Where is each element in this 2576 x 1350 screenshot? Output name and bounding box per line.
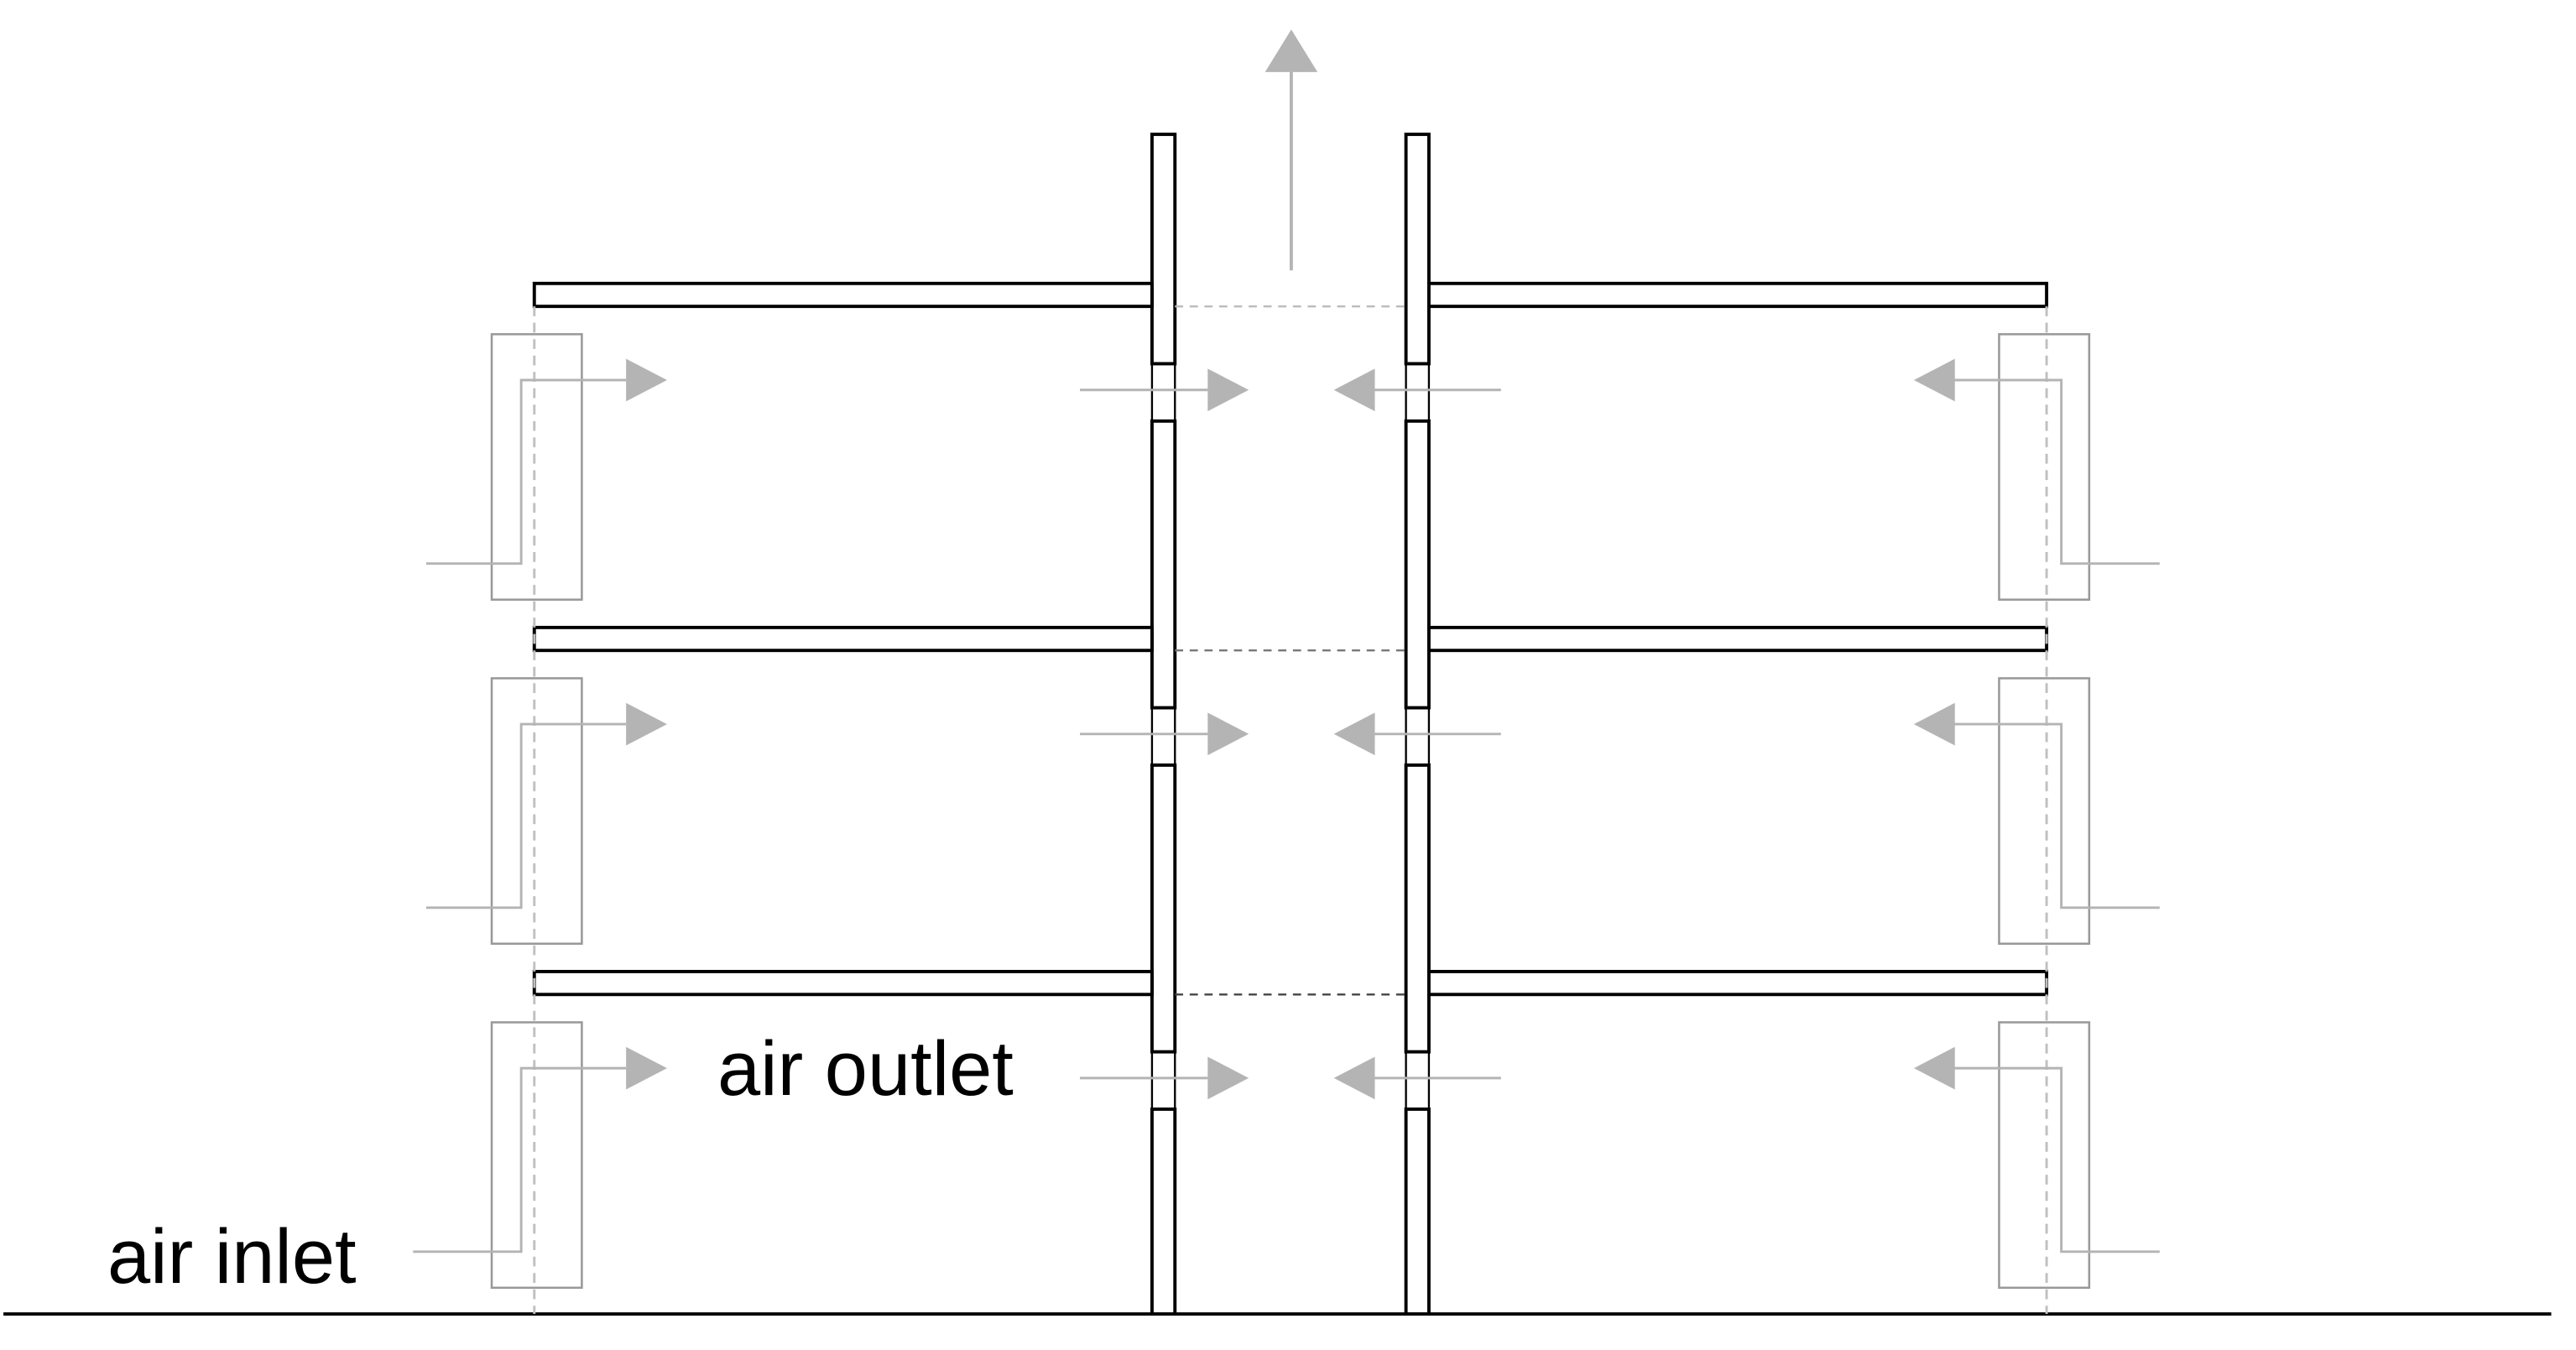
shaft-wall-left [1150,133,1177,1316]
outlet-arrowheads-left [1207,368,1249,1100]
inlet-boxes-right [1998,333,2091,1290]
shaft-wall-right [1404,133,1431,1316]
shaft-floor-dashes [1175,305,1406,996]
slab-right-top [1426,281,2049,309]
air-outlet-label: air outlet [717,1026,1014,1112]
air-inlet-label: air inlet [107,1214,357,1300]
inlet-boxes-left [490,333,583,1290]
inlet-flow-left [413,378,627,1254]
outlet-flow-left [1080,388,1208,1080]
slab-left-low [532,969,1154,997]
outlet-flow-right [1374,388,1501,1080]
slab-left-top [532,281,1154,309]
floor-slabs [532,281,2049,997]
inlet-arrowheads-right [1913,358,1955,1090]
inlet-flow-right [1953,378,2160,1254]
outlet-arrowheads-right [1333,368,1375,1100]
slab-left-mid [532,625,1154,653]
exhaust-arrow-up [1265,29,1318,271]
inlet-arrowheads-left [626,358,667,1090]
slab-right-low [1426,969,2049,997]
inlet-duct-lines [533,306,2048,1315]
slab-right-mid [1426,625,2049,653]
